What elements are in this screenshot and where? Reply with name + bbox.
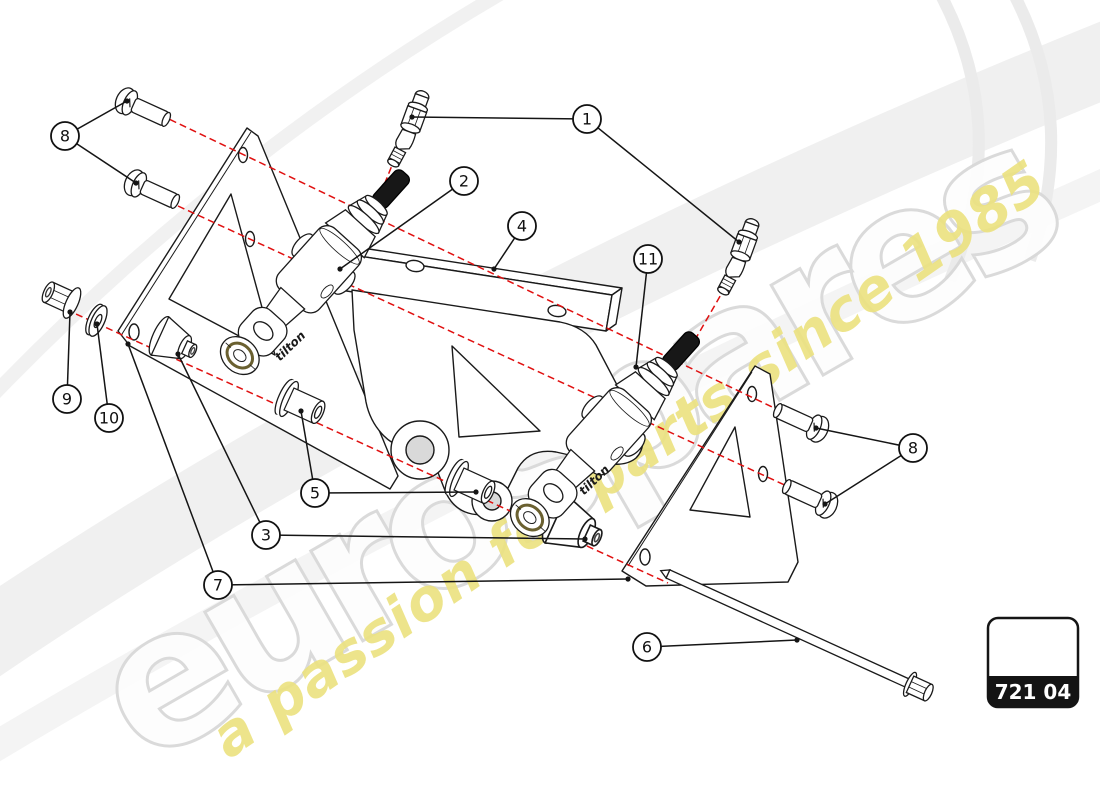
callout-label: 9 xyxy=(62,390,72,409)
mounting-bracket-center xyxy=(339,246,644,522)
leader-lines xyxy=(64,98,914,648)
long-hex-bolt xyxy=(659,569,934,702)
leader-line xyxy=(411,116,588,120)
assembly-axis-line xyxy=(177,205,827,505)
decorative-swoosh-arc xyxy=(1009,0,1058,262)
callout-11[interactable]: 11 xyxy=(633,244,663,274)
callout-1[interactable]: 1 xyxy=(572,104,602,134)
callout-label: 3 xyxy=(261,526,271,545)
bracket-slot xyxy=(547,304,567,318)
callout-label: 11 xyxy=(638,250,658,269)
button-head-screw xyxy=(110,84,176,134)
bracket-hole xyxy=(128,323,140,341)
callout-label: 6 xyxy=(642,638,652,657)
leader-line xyxy=(339,180,465,270)
banjo-fitting xyxy=(385,87,434,173)
bracket-cutout xyxy=(689,426,751,518)
leader-line xyxy=(217,578,629,586)
callout-8-left[interactable]: 8 xyxy=(50,121,80,151)
bracket-cutout xyxy=(451,345,541,438)
bracket-hole xyxy=(746,385,758,403)
leader-line xyxy=(815,427,914,449)
leader-line xyxy=(586,118,740,243)
callout-10[interactable]: 10 xyxy=(94,403,124,433)
leader-dots xyxy=(67,98,828,643)
callout-6[interactable]: 6 xyxy=(632,632,662,662)
part-code-badge: 721 04 xyxy=(986,616,1080,709)
bracket-hole xyxy=(639,548,651,566)
bracket-hole xyxy=(757,465,769,483)
bracket-cutout xyxy=(168,193,276,356)
button-head-screw xyxy=(119,166,185,216)
callouts: 1 2 3 4 5 6 7 8 xyxy=(50,104,928,662)
callout-8-right[interactable]: 8 xyxy=(898,433,928,463)
callout-label: 2 xyxy=(459,172,469,191)
leader-line xyxy=(127,343,219,586)
assembly-axis-line xyxy=(149,109,813,427)
callout-label: 1 xyxy=(582,110,592,129)
badge-code-text: 721 04 xyxy=(995,680,1072,704)
callout-label: 5 xyxy=(310,484,320,503)
leader-line xyxy=(635,258,649,368)
leader-line xyxy=(824,447,914,505)
leader-line xyxy=(314,491,477,494)
decorative-swoosh-arc xyxy=(936,0,985,283)
mounting-bracket-right xyxy=(621,365,799,587)
bracket-slot xyxy=(405,259,425,273)
callout-label: 10 xyxy=(99,409,119,428)
callout-7[interactable]: 7 xyxy=(203,570,233,600)
leader-line xyxy=(646,639,798,648)
callout-5[interactable]: 5 xyxy=(300,478,330,508)
callout-label: 8 xyxy=(60,127,70,146)
callout-2[interactable]: 2 xyxy=(449,166,479,196)
leader-line xyxy=(96,323,110,419)
callout-label: 7 xyxy=(213,576,223,595)
callout-4[interactable]: 4 xyxy=(507,211,537,241)
callout-9[interactable]: 9 xyxy=(52,384,82,414)
leader-line xyxy=(177,353,267,536)
callout-3[interactable]: 3 xyxy=(251,520,281,550)
callout-label: 4 xyxy=(517,217,527,236)
leader-line xyxy=(265,534,586,540)
callout-label: 8 xyxy=(908,439,918,458)
badge-code-bar xyxy=(988,676,1078,707)
